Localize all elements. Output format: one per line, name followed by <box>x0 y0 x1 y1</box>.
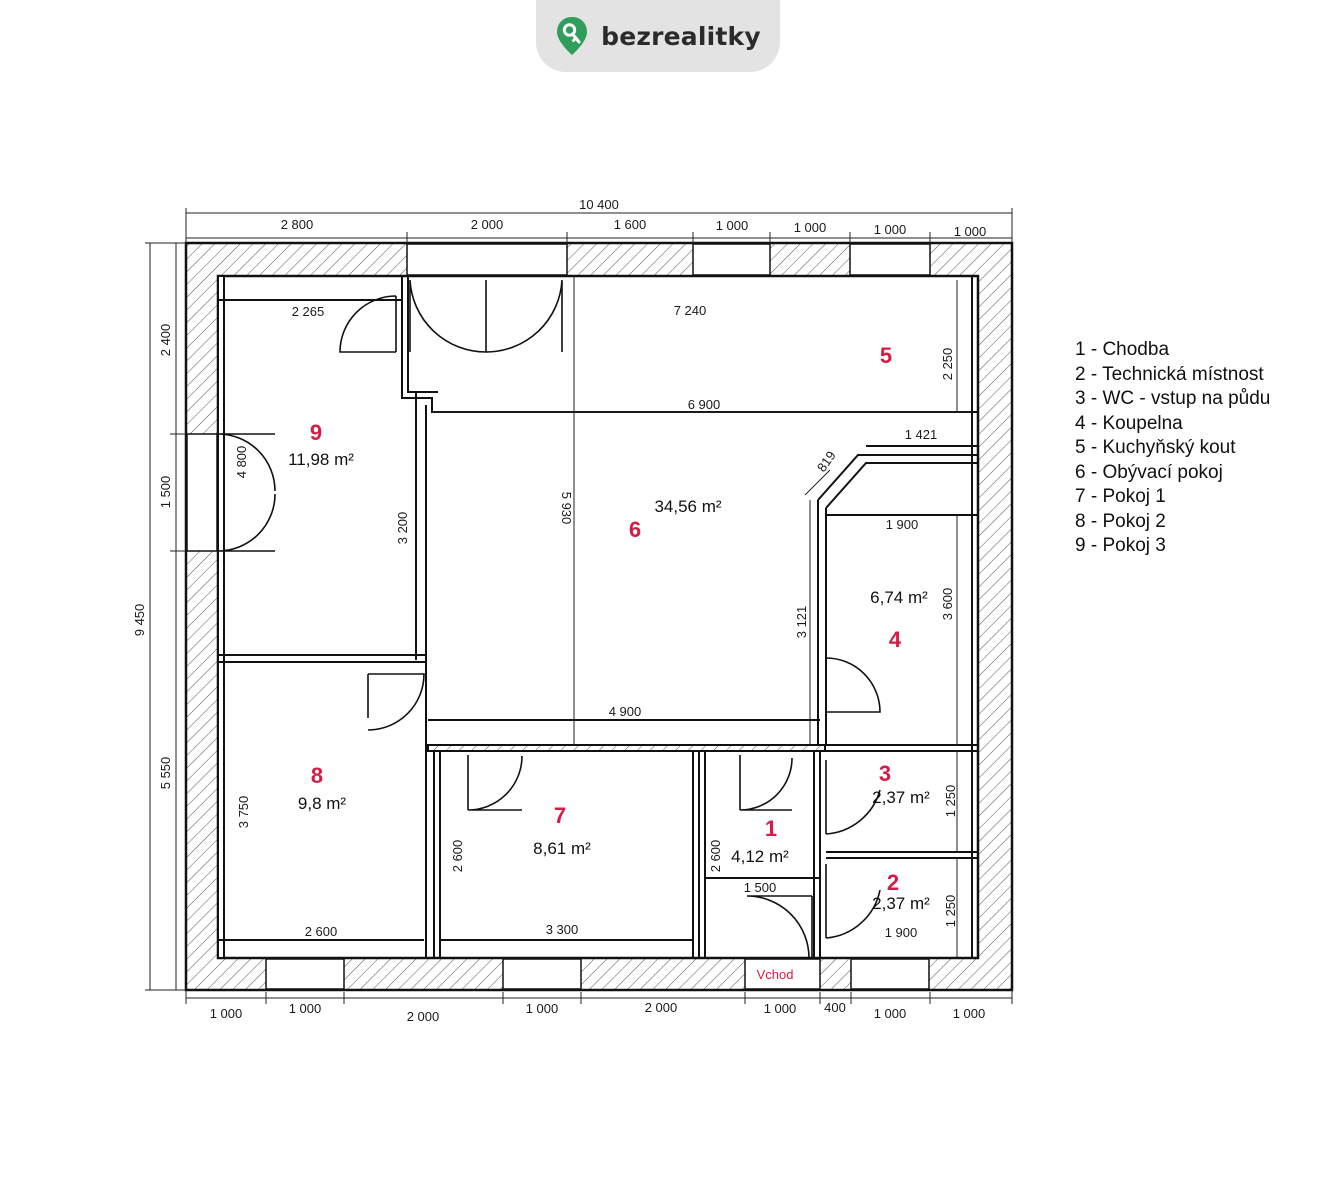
room-4-number: 4 <box>889 627 902 652</box>
dim-bottom-4: 1 000 <box>526 1001 559 1016</box>
dim-top-4: 1 000 <box>716 218 749 233</box>
legend-item: 6 - Obývací pokoj <box>1075 461 1223 483</box>
dim-room8-height: 3 750 <box>236 796 251 829</box>
dim-diagonal: 819 <box>814 448 839 474</box>
dim-bottom-1: 1 000 <box>210 1006 243 1021</box>
dim-top-total: 10 400 <box>579 197 619 212</box>
room-3-number: 3 <box>879 761 891 786</box>
legend-item: 1 - Chodba <box>1075 339 1170 360</box>
dim-bottom-9: 1 000 <box>953 1006 986 1021</box>
dim-room4-top: 1 421 <box>905 427 938 442</box>
entrance-label: Vchod <box>757 967 794 982</box>
dim-room3-height: 1 250 <box>943 785 958 818</box>
legend-item: 5 - Kuchyňský kout <box>1075 437 1236 458</box>
legend-item: 8 - Pokoj 2 <box>1075 510 1166 532</box>
dim-room5-depth: 2 250 <box>940 348 955 381</box>
room-7-number: 7 <box>554 803 566 828</box>
dim-bottom-6: 1 000 <box>764 1001 797 1016</box>
dim-bottom-5: 2 000 <box>645 1000 678 1015</box>
room-9-number: 9 <box>310 420 322 445</box>
dim-room6-height: 5 930 <box>559 492 574 525</box>
dim-room6-width: 6 900 <box>688 397 721 412</box>
dim-bottom-2: 1 000 <box>289 1001 322 1016</box>
dim-bottom-7: 400 <box>824 1000 846 1015</box>
dim-room6-bottom: 4 900 <box>609 704 642 719</box>
dim-room1-height: 2 600 <box>708 840 723 873</box>
room-4-area: 6,74 m² <box>870 588 928 607</box>
brand-badge[interactable]: bezrealitky <box>536 0 780 72</box>
dim-top-6: 1 000 <box>874 222 907 237</box>
room-3-area: 2,37 m² <box>872 788 930 807</box>
room-9-area: 11,98 m² <box>288 450 354 469</box>
dim-room7-height: 2 600 <box>450 840 465 873</box>
dim-left-total: 9 450 <box>132 604 147 637</box>
room-labels: 9 11,98 m² 5 6 34,56 m² 6,74 m² 4 8 9,8 … <box>288 343 930 982</box>
room-7-area: 8,61 m² <box>533 839 591 858</box>
room-1-area: 4,12 m² <box>731 847 789 866</box>
dim-bottom-8: 1 000 <box>874 1006 907 1021</box>
dim-room9-width: 2 265 <box>292 304 325 319</box>
dim-top-3: 1 600 <box>614 217 647 232</box>
legend-item: 2 - Technická místnost <box>1075 363 1264 385</box>
legend-item: 9 - Pokoj 3 <box>1075 535 1166 556</box>
dim-top-2: 2 000 <box>471 217 504 232</box>
dim-room8-width: 2 600 <box>305 924 338 939</box>
dim-room2-height: 1 250 <box>943 895 958 928</box>
dimension-labels: 10 400 2 800 2 000 1 600 1 000 1 000 1 0… <box>132 197 986 1024</box>
dim-room9-inner: 3 200 <box>395 512 410 545</box>
dim-room9-height: 4 800 <box>234 446 249 479</box>
dim-room2-width: 1 900 <box>885 925 918 940</box>
dim-room6-right: 3 121 <box>794 606 809 639</box>
dimension-lines <box>145 208 1013 1004</box>
dim-room4-height: 3 600 <box>940 588 955 621</box>
doors <box>217 279 881 959</box>
brand-name: bezrealitky <box>601 21 761 51</box>
dim-left-2: 1 500 <box>158 476 173 509</box>
room-8-area: 9,8 m² <box>298 794 347 813</box>
dim-room1-width: 1 500 <box>744 880 777 895</box>
legend-item: 7 - Pokoj 1 <box>1075 486 1166 507</box>
location-pin-icon <box>557 17 588 55</box>
legend-item: 3 - WC - vstup na půdu <box>1075 388 1271 409</box>
room-6-area: 34,56 m² <box>654 497 721 516</box>
dim-room7-width: 3 300 <box>546 922 579 937</box>
dim-top-1: 2 800 <box>281 217 314 232</box>
dim-room4-width: 1 900 <box>886 517 919 532</box>
room-legend: 1 - Chodba 2 - Technická místnost 3 - WC… <box>1075 338 1270 559</box>
legend-item: 4 - Koupelna <box>1075 412 1183 434</box>
dim-bottom-3: 2 000 <box>407 1009 440 1024</box>
dim-room5-width: 7 240 <box>674 303 707 318</box>
window-openings <box>186 243 931 990</box>
room-2-area: 2,37 m² <box>872 894 930 913</box>
dim-left-3: 5 550 <box>158 757 173 790</box>
dim-left-1: 2 400 <box>158 324 173 357</box>
interior-walls <box>217 275 978 959</box>
dim-top-7: 1 000 <box>954 224 987 239</box>
room-5-number: 5 <box>880 343 892 368</box>
dim-top-5: 1 000 <box>794 220 827 235</box>
room-6-number: 6 <box>629 517 641 542</box>
room-2-number: 2 <box>887 870 899 895</box>
room-8-number: 8 <box>311 763 323 788</box>
room-1-number: 1 <box>765 816 777 841</box>
